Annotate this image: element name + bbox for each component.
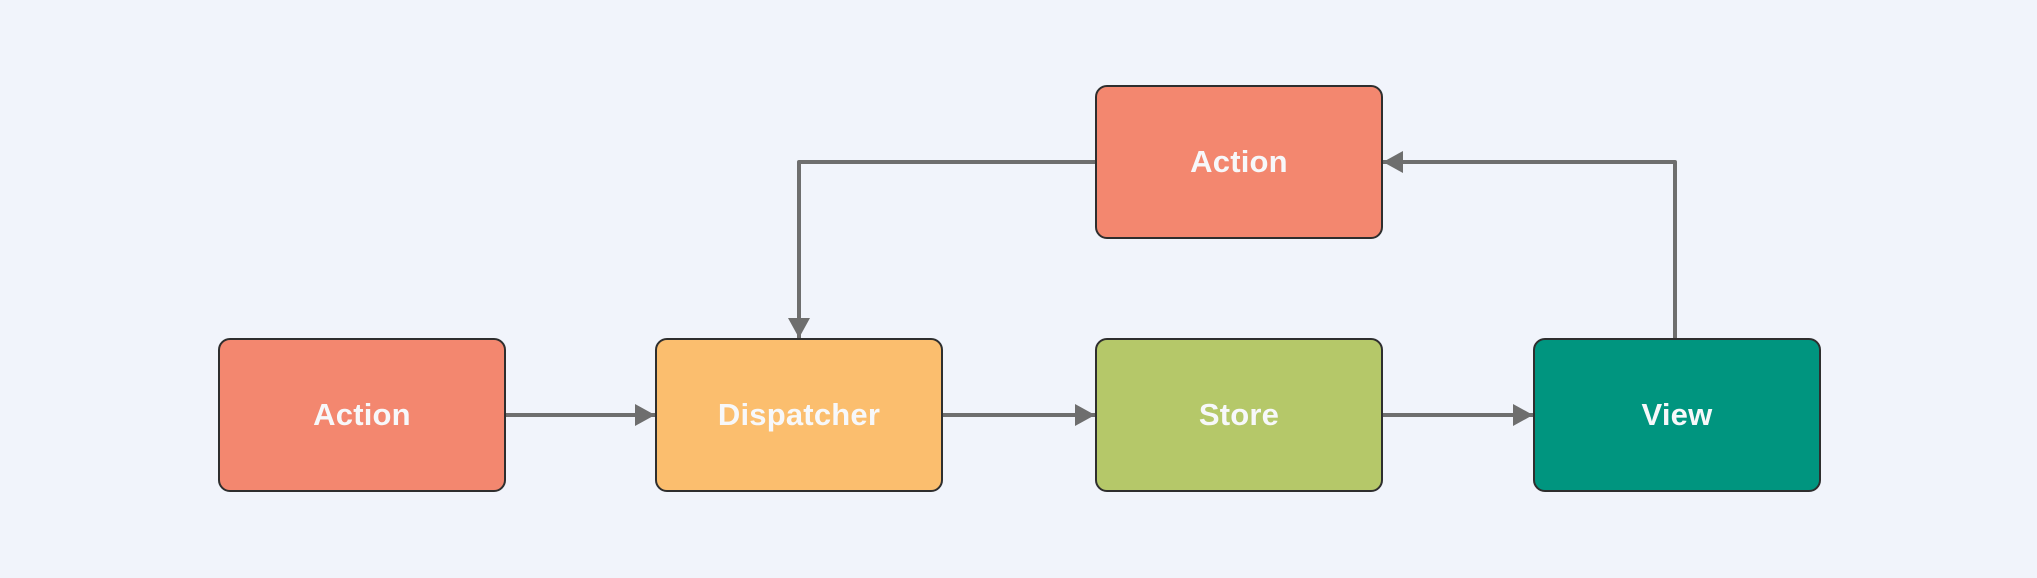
- node-action-left-label: Action: [313, 397, 411, 432]
- node-action-top-label: Action: [1190, 144, 1288, 179]
- node-action-left: Action: [218, 338, 506, 492]
- node-view-label: View: [1641, 397, 1713, 432]
- node-store-label: Store: [1198, 397, 1280, 432]
- edge-view-to-action-top: [1383, 151, 1677, 338]
- node-view: View: [1533, 338, 1821, 492]
- node-dispatcher-label: Dispatcher: [717, 397, 881, 432]
- node-action-top: Action: [1095, 85, 1383, 239]
- node-store: Store: [1095, 338, 1383, 492]
- node-dispatcher: Dispatcher: [655, 338, 943, 492]
- edge-action-top-to-dispatcher: [788, 160, 1095, 338]
